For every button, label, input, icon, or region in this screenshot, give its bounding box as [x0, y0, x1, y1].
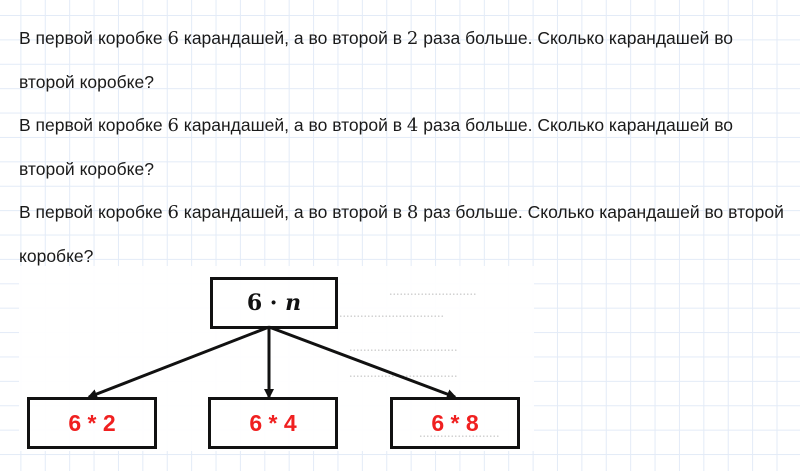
number: 6	[167, 28, 179, 49]
problem-text-segment: карандашей, а во второй в	[178, 115, 407, 135]
leaf-box-2: 6 * 4	[208, 397, 338, 449]
problem-text: В первой коробке 6 карандашей, а во втор…	[19, 17, 789, 278]
arrow-connectors	[87, 325, 457, 399]
root-label: 6 · n	[247, 290, 301, 316]
problem-1: В первой коробке 6 карандашей, а во втор…	[19, 17, 789, 104]
number: 2	[406, 28, 419, 49]
faded-background-text: .........................	[389, 284, 477, 299]
problem-text-segment: В первой коробке	[19, 202, 168, 222]
problem-text-segment: В первой коробке	[19, 28, 168, 48]
root-coefficient: 6 ·	[246, 290, 286, 316]
leaf-label: 6 * 8	[431, 409, 479, 436]
root-box: 6 · n	[210, 277, 338, 329]
leaf-label: 6 * 4	[249, 409, 297, 436]
leaf-box-3: 6 * 8	[390, 397, 520, 449]
number: 6	[167, 115, 179, 136]
problem-text-segment: карандашей, а во второй в	[178, 28, 407, 48]
faded-background-text: ...............................	[349, 366, 458, 381]
number: 6	[167, 202, 179, 223]
root-variable: n	[285, 290, 302, 316]
tree-diagram: ......................... ..............…	[19, 266, 534, 451]
problem-text-segment: раза больше. Сколько карандашей во второ…	[19, 115, 734, 179]
faded-background-text: ...............................	[349, 340, 458, 355]
leaf-label: 6 * 2	[68, 409, 116, 436]
problem-text-segment: раз больше. Сколько карандашей во второй…	[19, 202, 784, 266]
problem-text-segment: раза больше. Сколько карандашей во второ…	[19, 28, 734, 92]
problem-2: В первой коробке 6 карандашей, а во втор…	[19, 104, 789, 191]
leaf-box-1: 6 * 2	[27, 397, 157, 449]
problem-text-segment: карандашей, а во второй в	[178, 202, 407, 222]
arrow-right	[268, 325, 457, 399]
number: 4	[406, 115, 419, 136]
problem-text-segment: В первой коробке	[19, 115, 168, 135]
arrow-left	[87, 325, 270, 399]
faded-background-text: .......................	[419, 426, 500, 441]
problem-3: В первой коробке 6 карандашей, а во втор…	[19, 191, 789, 278]
number: 8	[406, 202, 419, 223]
faded-background-text: ..............................	[339, 306, 444, 321]
